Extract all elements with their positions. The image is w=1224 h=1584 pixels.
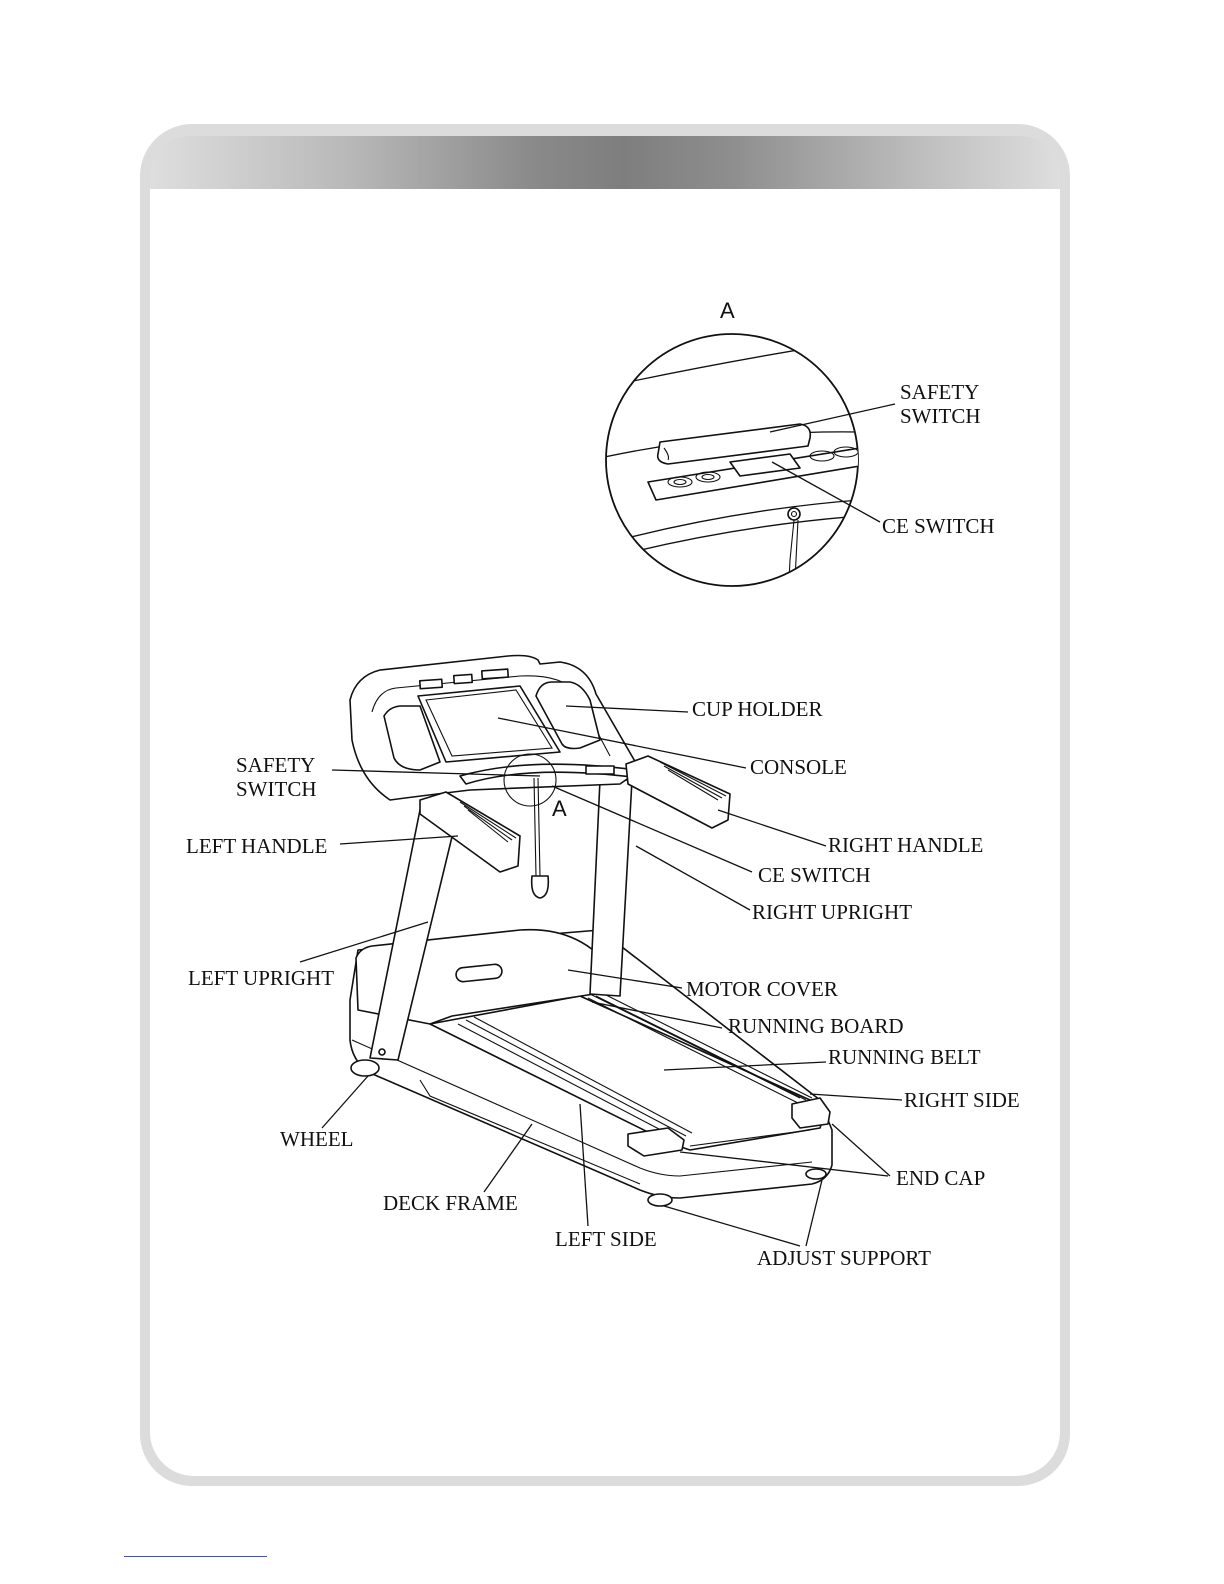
label-running-board: RUNNING BOARD [728,1014,904,1038]
adjust-support-right [806,1169,826,1179]
label-left-upright: LEFT UPRIGHT [188,966,334,990]
label-running-belt: RUNNING BELT [828,1045,981,1069]
label-end-cap: END CAP [896,1166,985,1190]
end-cap-right [792,1098,830,1128]
label-left-side: LEFT SIDE [555,1227,657,1251]
detail-callout-a: A [720,298,735,323]
label-right-side: RIGHT SIDE [904,1088,1020,1112]
footer-link-underline[interactable] [124,1556,267,1557]
label-right-handle: RIGHT HANDLE [828,833,983,857]
main-callout-a: A [552,796,567,821]
label-safety-switch-2: SWITCH [236,777,317,801]
label-motor-cover: MOTOR COVER [686,977,838,1001]
wheel-shape [351,1060,379,1076]
detail-label-ce-switch: CE SWITCH [882,514,995,538]
label-left-handle: LEFT HANDLE [186,834,327,858]
adjust-support-left [648,1194,672,1206]
label-console: CONSOLE [750,755,847,779]
label-right-upright: RIGHT UPRIGHT [752,900,912,924]
label-deck-frame: DECK FRAME [383,1191,518,1215]
detail-view-a: A SAFETY SWITCH CE SWITCH [600,298,995,600]
label-adjust-support: ADJUST SUPPORT [757,1246,931,1270]
right-handle-shape [626,756,730,828]
label-wheel: WHEEL [280,1127,353,1151]
label-cup-holder: CUP HOLDER [692,697,822,721]
detail-label-safety-switch-1: SAFETY [900,380,979,404]
treadmill-drawing [350,656,832,1207]
label-ce-switch: CE SWITCH [758,863,871,887]
detail-label-safety-switch-2: SWITCH [900,404,981,428]
label-safety-switch-1: SAFETY [236,753,315,777]
